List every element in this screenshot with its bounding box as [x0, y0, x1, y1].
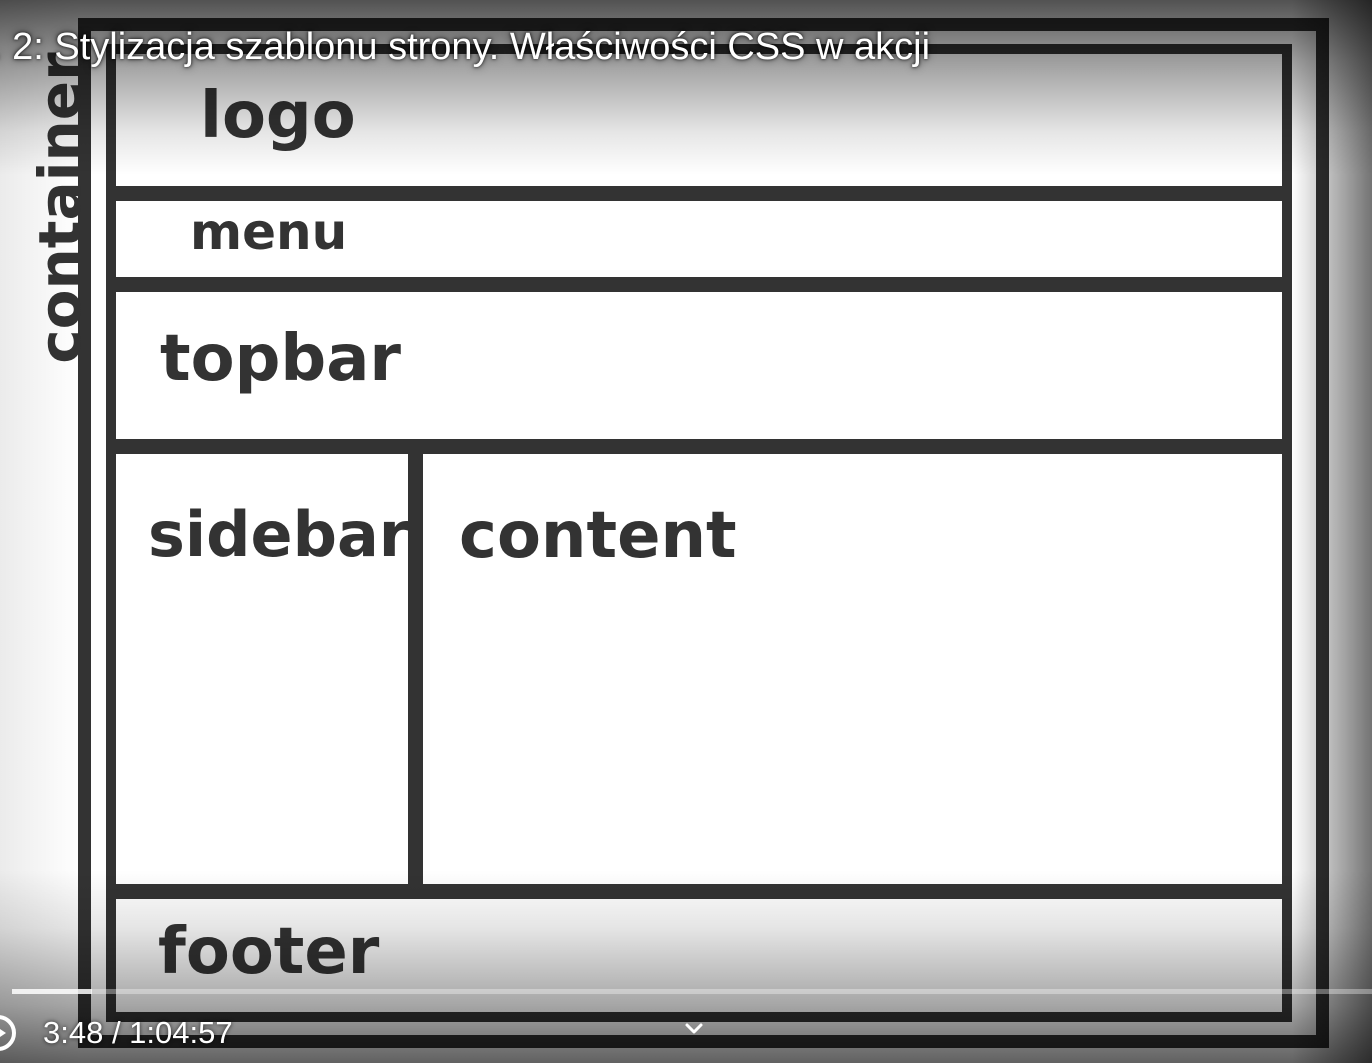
logo-label: logo — [200, 79, 356, 153]
divider-logo-menu — [116, 186, 1282, 201]
menu-label: menu — [190, 203, 348, 261]
divider-topbar-body — [116, 439, 1282, 454]
divider-sidebar-content — [408, 452, 423, 886]
footer-label: footer — [158, 915, 380, 989]
play-icon[interactable] — [0, 1013, 18, 1053]
progress-bar[interactable] — [12, 989, 1372, 994]
topbar-label: topbar — [160, 322, 401, 396]
divider-body-footer — [116, 884, 1282, 899]
sidebar-label: sidebar — [148, 498, 410, 571]
chevron-down-icon[interactable] — [684, 1022, 704, 1036]
progress-bar-played — [12, 989, 92, 994]
container-label: container — [26, 52, 94, 364]
video-title[interactable]: c. 2: Stylizacja szablonu strony. Właści… — [0, 26, 931, 68]
content-label: content — [459, 499, 737, 573]
time-display: 3:48 / 1:04:57 — [43, 1015, 233, 1050]
divider-menu-topbar — [116, 277, 1282, 292]
